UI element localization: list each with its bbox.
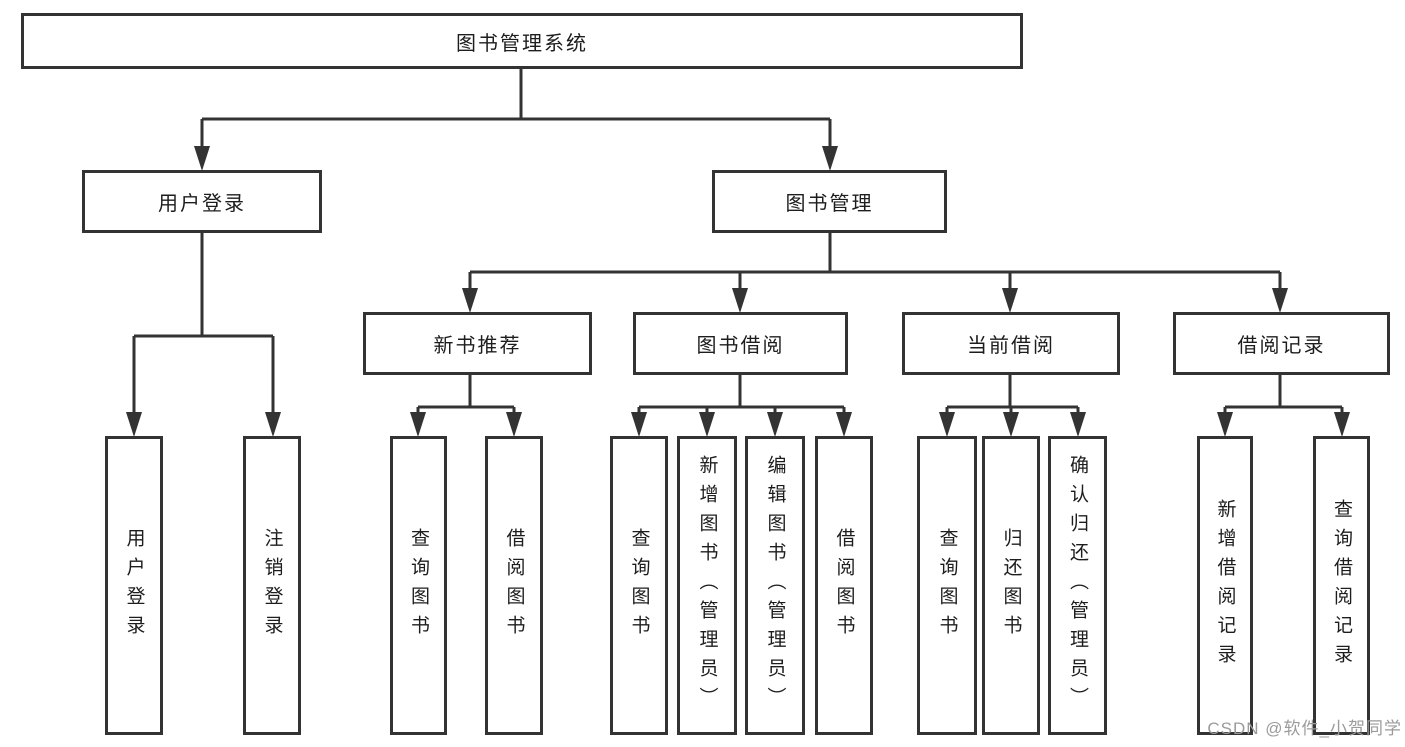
- connector-book-management-to-level3: [462, 233, 1288, 313]
- leaf-borrow-books-recommend: 借阅图书: [485, 436, 543, 735]
- node-borrowing-records-label: 借阅记录: [1237, 335, 1326, 357]
- leaf-add-borrow-record-label: 新增借阅记录: [1214, 498, 1236, 673]
- leaf-query-books-current-label: 查询图书: [936, 527, 958, 644]
- node-current-borrowing-label: 当前借阅: [967, 335, 1055, 357]
- leaf-edit-books-admin-label: 编辑图书（管理员）: [764, 455, 786, 716]
- node-new-book-recommend-label: 新书推荐: [433, 335, 522, 357]
- leaf-user-login-label: 用户登录: [123, 527, 145, 644]
- connector-user-login-to-leaves: [126, 233, 281, 437]
- leaf-edit-books-admin: 编辑图书（管理员）: [745, 436, 805, 735]
- node-book-borrowing: 图书借阅: [633, 312, 848, 375]
- leaf-query-borrow-record: 查询借阅记录: [1313, 436, 1370, 735]
- node-root: 图书管理系统: [21, 13, 1023, 69]
- node-book-management: 图书管理: [712, 170, 947, 233]
- connector-current-borrowing-to-leaves: [939, 375, 1086, 437]
- connector-new-book-recommend-to-leaves: [410, 375, 522, 437]
- csdn-watermark: CSDN @软件_小贺同学: [1207, 719, 1402, 738]
- leaf-logout-label: 注销登录: [261, 527, 283, 644]
- leaf-query-borrow-record-label: 查询借阅记录: [1331, 498, 1352, 673]
- leaf-return-books-label: 归还图书: [1000, 527, 1022, 644]
- connector-book-borrowing-to-leaves: [631, 375, 852, 437]
- node-user-login-label: 用户登录: [158, 193, 246, 215]
- leaf-query-books-recommend: 查询图书: [390, 436, 447, 735]
- leaf-confirm-return-admin: 确认归还（管理员）: [1048, 436, 1107, 735]
- leaf-query-books-recommend-label: 查询图书: [408, 527, 429, 644]
- leaf-borrow-books-borrowing: 借阅图书: [815, 436, 873, 735]
- node-current-borrowing: 当前借阅: [902, 312, 1120, 375]
- leaf-user-login: 用户登录: [105, 436, 163, 735]
- leaf-query-books-current: 查询图书: [917, 436, 977, 735]
- leaf-query-books-borrowing-label: 查询图书: [628, 527, 650, 644]
- leaf-borrow-books-recommend-label: 借阅图书: [503, 527, 525, 644]
- leaf-confirm-return-admin-label: 确认归还（管理员）: [1067, 455, 1088, 716]
- leaf-return-books: 归还图书: [982, 436, 1040, 735]
- node-new-book-recommend: 新书推荐: [363, 312, 592, 375]
- connector-borrowing-records-to-leaves: [1217, 375, 1350, 437]
- node-book-borrowing-label: 图书借阅: [696, 335, 785, 357]
- node-root-label: 图书管理系统: [456, 32, 588, 55]
- leaf-add-borrow-record: 新增借阅记录: [1197, 436, 1253, 735]
- node-user-login: 用户登录: [82, 170, 322, 233]
- connector-root-to-level2: [194, 69, 838, 171]
- node-book-management-label: 图书管理: [785, 193, 874, 215]
- leaf-add-books-admin: 新增图书（管理员）: [677, 436, 737, 735]
- leaf-add-books-admin-label: 新增图书（管理员）: [696, 455, 718, 716]
- leaf-borrow-books-borrowing-label: 借阅图书: [833, 527, 855, 644]
- leaf-logout: 注销登录: [243, 436, 301, 735]
- leaf-query-books-borrowing: 查询图书: [610, 436, 668, 735]
- node-borrowing-records: 借阅记录: [1173, 312, 1390, 375]
